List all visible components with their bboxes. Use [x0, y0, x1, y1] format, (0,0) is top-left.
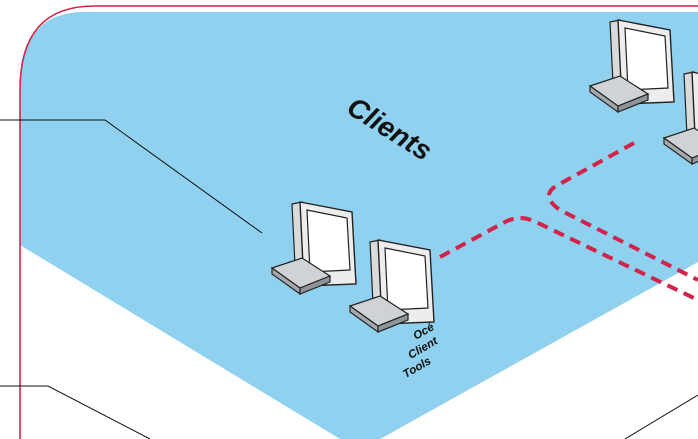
clients-zone — [20, 12, 698, 439]
leader-line-lower — [0, 386, 150, 439]
leader-line-bottom-right — [625, 395, 698, 439]
